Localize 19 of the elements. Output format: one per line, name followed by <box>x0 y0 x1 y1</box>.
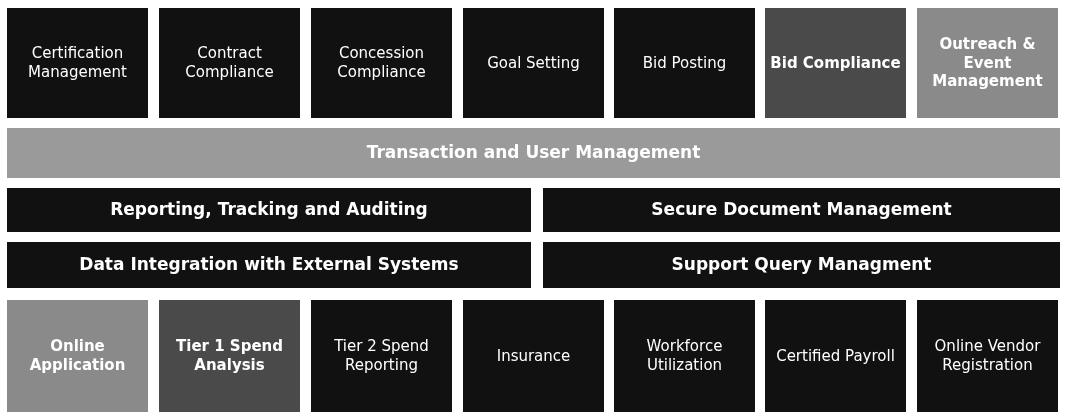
module-box: Online Application <box>7 300 148 412</box>
module-box: Online Vendor Registration <box>917 300 1058 412</box>
layer-bar: Secure Document Management <box>543 188 1060 232</box>
module-box: Bid Compliance <box>765 8 906 118</box>
module-box: Goal Setting <box>463 8 604 118</box>
module-box: Insurance <box>463 300 604 412</box>
module-box: Bid Posting <box>614 8 755 118</box>
module-box: Contract Compliance <box>159 8 300 118</box>
module-box: Tier 1 Spend Analysis <box>159 300 300 412</box>
module-box: Workforce Utilization <box>614 300 755 412</box>
layer-bar: Transaction and User Management <box>7 128 1060 178</box>
module-box: Concession Compliance <box>311 8 452 118</box>
module-box: Tier 2 Spend Reporting <box>311 300 452 412</box>
module-box: Certified Payroll <box>765 300 906 412</box>
module-box: Outreach & Event Management <box>917 8 1058 118</box>
layer-bar: Support Query Managment <box>543 242 1060 288</box>
layer-bar: Data Integration with External Systems <box>7 242 531 288</box>
layer-bar: Reporting, Tracking and Auditing <box>7 188 531 232</box>
module-box: Certification Management <box>7 8 148 118</box>
